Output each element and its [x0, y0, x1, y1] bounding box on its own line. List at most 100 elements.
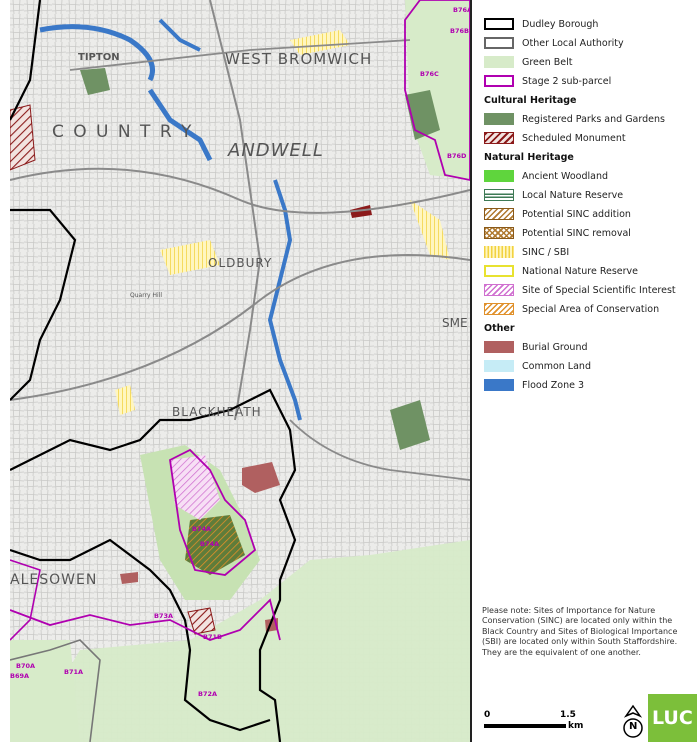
- black-outline-icon: [484, 18, 514, 30]
- legend-label: Potential SINC removal: [522, 227, 631, 239]
- flood-zone-2: [158, 18, 201, 52]
- legend-item-stage-2-subparcel: Stage 2 sub-parcel: [484, 73, 611, 89]
- map-legend: Dudley Borough Other Local Authority Gre…: [480, 0, 697, 742]
- brown-crosshatch-icon: [484, 227, 514, 239]
- label-halesowen: ALESOWEN: [10, 572, 98, 588]
- label-tipton: TIPTON: [78, 52, 120, 63]
- park-tipton: [80, 68, 110, 95]
- flood-zone-1: [39, 24, 155, 82]
- yellow-vertical-hatch-icon: [484, 246, 514, 258]
- map-panel[interactable]: TIPTON WEST BROMWICH C O U N T R Y ANDWE…: [10, 0, 472, 742]
- legend-label: Registered Parks and Gardens: [522, 113, 665, 125]
- subparcel-b70a: B70A: [16, 662, 36, 670]
- scheduled-monument-east: [350, 205, 372, 218]
- grey-outline-icon: [484, 37, 514, 49]
- legend-item-other-local-authority: Other Local Authority: [484, 35, 624, 51]
- legend-label: Common Land: [522, 360, 591, 372]
- light-green-fill-icon: [484, 56, 514, 68]
- subparcel-b76d: B76D: [447, 152, 467, 160]
- legend-label: Site of Special Scientific Interest: [522, 284, 676, 296]
- road-3: [10, 254, 470, 401]
- subparcel-b76c: B76C: [420, 70, 439, 78]
- green-belt-south: [50, 540, 470, 742]
- road-2: [209, 0, 262, 421]
- legend-label: National Nature Reserve: [522, 265, 639, 277]
- legend-label: Special Area of Conservation: [522, 303, 660, 315]
- legend-label: Local Nature Reserve: [522, 189, 624, 201]
- label-black-country: C O U N T R Y: [52, 122, 194, 142]
- subparcel-outline-b70: [10, 559, 41, 641]
- subparcel-outline-b74: [169, 448, 257, 576]
- legend-heading-natural: Natural Heritage: [484, 152, 574, 163]
- subparcel-outline-b76: [404, 0, 470, 181]
- flood-zone-4: [267, 179, 302, 421]
- flood-zone-3: [147, 88, 213, 162]
- scale-start: 0: [484, 710, 491, 720]
- red-hatch-icon: [484, 132, 514, 144]
- legend-item-burial-ground: Burial Ground: [484, 339, 588, 355]
- scale-unit: km: [568, 721, 584, 731]
- legend-item-green-belt: Green Belt: [484, 54, 573, 70]
- other-authority-boundary: [10, 639, 101, 742]
- north-arrow: N: [620, 704, 646, 740]
- legend-item-sac: Special Area of Conservation: [484, 301, 659, 317]
- label-sandwell: ANDWELL: [228, 140, 324, 161]
- sssi-area: [170, 455, 220, 520]
- legend-item-ancient-woodland: Ancient Woodland: [484, 168, 608, 184]
- legend-label: Burial Ground: [522, 341, 588, 353]
- bright-green-fill-icon: [484, 170, 514, 182]
- label-smethwick: SME: [442, 316, 468, 330]
- legend-item-registered-parks: Registered Parks and Gardens: [484, 111, 665, 127]
- legend-note: Please note: Sites of Importance for Nat…: [482, 606, 678, 657]
- brown-red-fill-icon: [484, 341, 514, 353]
- legend-item-dudley-borough: Dudley Borough: [484, 16, 598, 32]
- scale-bar-graphic: [484, 724, 566, 728]
- legend-label: Ancient Woodland: [522, 170, 608, 182]
- legend-label: Flood Zone 3: [522, 379, 585, 391]
- sinc-area-3: [290, 30, 350, 55]
- legend-item-local-nature-reserve: Local Nature Reserve: [484, 187, 623, 203]
- legend-item-sinc-sbi: SINC / SBI: [484, 244, 569, 260]
- subparcel-b72a: B72A: [198, 690, 218, 698]
- subparcel-b71b: B71B: [203, 633, 222, 641]
- legend-label: Dudley Borough: [522, 18, 599, 30]
- scheduled-monument-west: [10, 104, 36, 171]
- scale-end: 1.5: [560, 710, 576, 720]
- orange-hatch-icon: [484, 303, 514, 315]
- sac-hatched-area: [185, 515, 245, 575]
- subparcel-b69a: B69A: [10, 672, 30, 680]
- burial-ground-2: [120, 572, 138, 584]
- sinc-area-2: [410, 200, 450, 260]
- legend-label: Scheduled Monument: [522, 132, 626, 144]
- subparcel-b76b: B76B: [450, 27, 469, 35]
- magenta-outline-icon: [484, 75, 514, 87]
- legend-label: Stage 2 sub-parcel: [522, 75, 612, 87]
- subparcel-b73a: B73A: [154, 612, 174, 620]
- legend-label: Green Belt: [522, 56, 573, 68]
- subparcel-b74a: B74A: [192, 525, 212, 533]
- road-1: [10, 167, 470, 214]
- brown-hatch-icon: [484, 208, 514, 220]
- legend-item-potential-sinc-addition: Potential SINC addition: [484, 206, 631, 222]
- subparcel-outline-b71: [10, 598, 281, 641]
- legend-item-scheduled-monument: Scheduled Monument: [484, 130, 626, 146]
- legend-heading-other: Other: [484, 323, 515, 334]
- subparcel-b76a: B76A: [453, 6, 472, 14]
- legend-label: Potential SINC addition: [522, 208, 631, 220]
- north-label: N: [629, 721, 638, 732]
- legend-item-common-land: Common Land: [484, 358, 591, 374]
- legend-item-flood-zone-3: Flood Zone 3: [484, 377, 584, 393]
- green-belt-west: [10, 640, 80, 742]
- sinc-area-1: [160, 240, 220, 275]
- magenta-hatch-icon: [484, 284, 514, 296]
- label-blackheath: BLACKHEATH: [172, 405, 262, 419]
- dark-green-fill-icon: [484, 113, 514, 125]
- road-5: [289, 419, 470, 481]
- map-canvas: [10, 0, 470, 742]
- scale-bar: 0 1.5 km: [482, 708, 612, 738]
- legend-item-sssi: Site of Special Scientific Interest: [484, 282, 676, 298]
- label-oldbury: OLDBURY: [208, 256, 273, 270]
- sinc-area-4: [115, 385, 135, 415]
- dudley-borough-boundary: [10, 0, 297, 742]
- legend-item-potential-sinc-removal: Potential SINC removal: [484, 225, 631, 241]
